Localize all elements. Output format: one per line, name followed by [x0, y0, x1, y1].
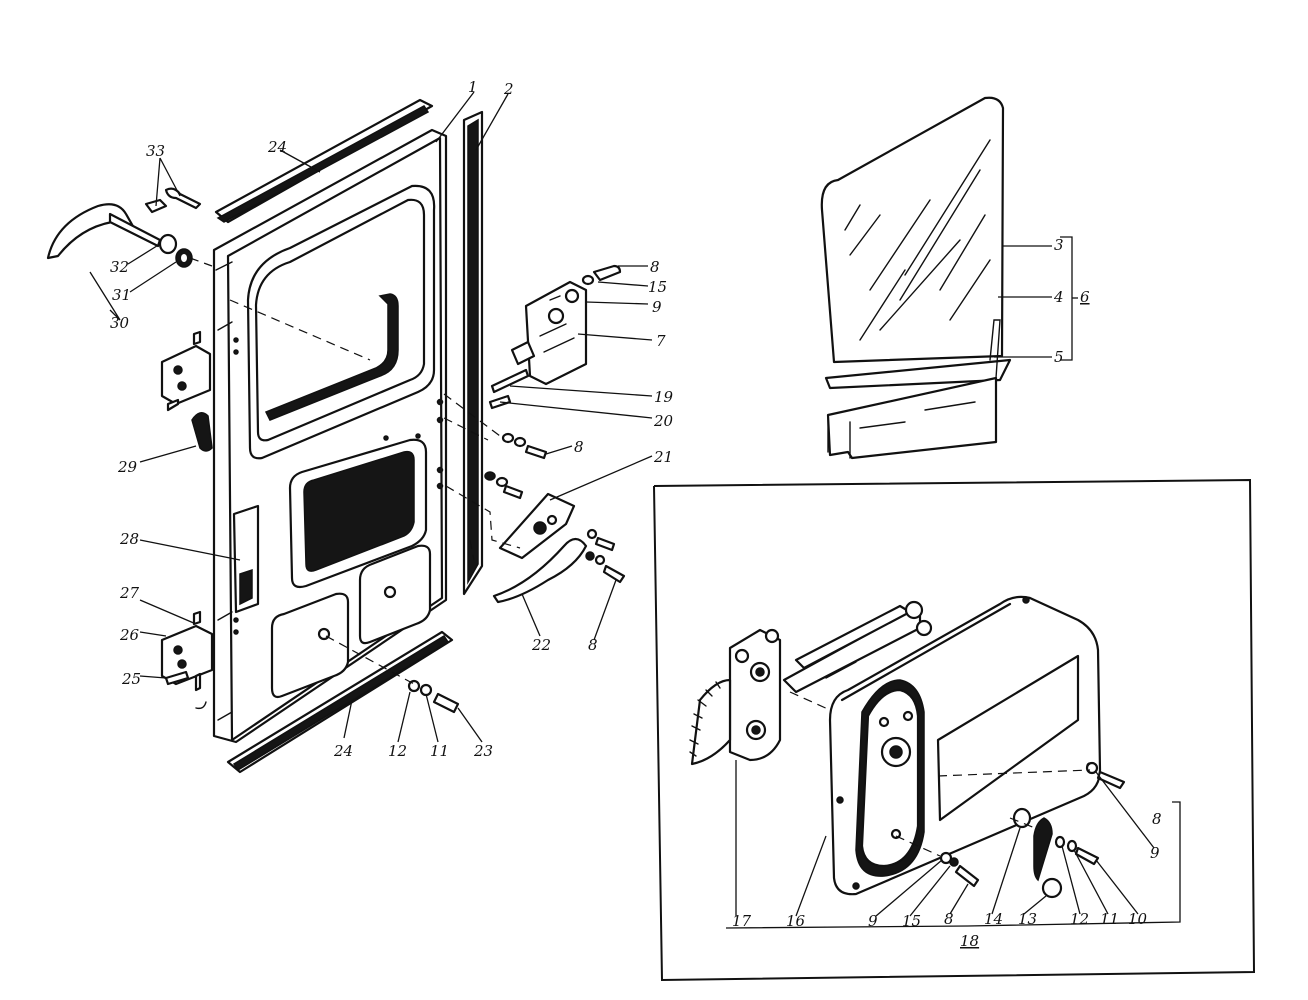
lock-assembly-7 — [510, 280, 588, 386]
label-20: 20 — [653, 412, 674, 430]
label-24-top: 24 — [267, 138, 287, 156]
window-corner-seal — [264, 293, 399, 421]
door-lower-left-pocket — [270, 592, 350, 699]
door-pull-handle-29 — [191, 412, 213, 452]
inset-frame — [653, 478, 1256, 982]
label-25: 25 — [121, 670, 141, 688]
label-15-lock-washer: 15 — [648, 278, 667, 296]
label-8-regulator: 8 — [944, 910, 954, 928]
label-19: 19 — [654, 388, 674, 406]
label-31: 31 — [112, 286, 131, 304]
label-12-regulator: 12 — [1070, 910, 1089, 928]
callout-labels: 1 2 3 4 5 6 7 8 15 9 19 20 8 21 22 8 24 … — [110, 78, 1162, 950]
assembly-center-lines — [189, 257, 521, 685]
lower-hinge-26 — [160, 610, 214, 686]
label-29: 29 — [117, 458, 138, 476]
label-24-bottom: 24 — [333, 742, 353, 760]
label-16: 16 — [786, 912, 806, 930]
lock-nut-31 — [175, 248, 193, 268]
door-panel — [212, 128, 448, 744]
label-9-lock-washer: 9 — [652, 298, 662, 316]
label-7: 7 — [656, 332, 666, 350]
label-6: 6 — [1080, 288, 1090, 306]
regulator-housing-16 — [828, 595, 1102, 896]
inner-handle-plate-21 — [498, 492, 576, 560]
glass-pane — [820, 96, 1005, 364]
label-17: 17 — [732, 912, 752, 930]
label-13: 13 — [1018, 910, 1037, 928]
window-glass-assembly — [820, 96, 1078, 460]
washers-and-bolts — [407, 432, 626, 714]
label-1: 1 — [468, 78, 478, 96]
glass-channel-strip — [824, 358, 1012, 390]
inset-assembly-lines — [725, 691, 1181, 929]
glass-reflection-lines — [844, 139, 991, 341]
regulator-crank-13 — [939, 761, 1126, 899]
label-22: 22 — [531, 636, 551, 654]
label-9-crank: 9 — [1150, 844, 1160, 862]
top-seal-24 — [214, 98, 434, 224]
label-30: 30 — [110, 314, 130, 332]
label-32: 32 — [110, 258, 129, 276]
upper-hinge — [160, 330, 212, 412]
label-9-regulator: 9 — [868, 912, 878, 930]
label-8-lock-screw: 8 — [650, 258, 660, 276]
label-10: 10 — [1128, 910, 1148, 928]
label-28: 28 — [119, 530, 139, 548]
glass-bottom-channel-slots — [827, 319, 1001, 459]
label-15-regulator: 15 — [902, 912, 921, 930]
label-26: 26 — [119, 626, 140, 644]
key-33 — [144, 187, 202, 214]
label-11-regulator: 11 — [1100, 910, 1119, 928]
inner-handle-22 — [492, 537, 588, 604]
label-8-handle-screw: 8 — [588, 636, 598, 654]
door-window-inner — [254, 198, 426, 442]
bottom-seal-24 — [226, 630, 454, 774]
screw-set-8a — [581, 264, 622, 286]
label-23: 23 — [473, 742, 493, 760]
label-2: 2 — [503, 80, 514, 98]
label-8-crank: 8 — [1152, 810, 1162, 828]
label-11-door: 11 — [430, 742, 449, 760]
label-8-door-screw: 8 — [574, 438, 584, 456]
door-hinge-edge — [215, 261, 233, 721]
hinge-bolt-25 — [164, 670, 207, 710]
lock-rod-19 — [490, 368, 530, 394]
label-21: 21 — [653, 448, 673, 466]
outside-handle-30 — [46, 203, 162, 260]
label-12-door: 12 — [388, 742, 407, 760]
label-5: 5 — [1054, 348, 1064, 366]
label-14: 14 — [984, 910, 1003, 928]
door-access-opening-dark — [303, 450, 415, 572]
label-18: 18 — [960, 932, 979, 950]
glass-bottom-channel — [826, 376, 998, 460]
vertical-seal-2 — [462, 110, 484, 596]
label-3: 3 — [1054, 236, 1064, 254]
lock-cylinder-32 — [158, 233, 178, 255]
label-27: 27 — [119, 584, 140, 602]
label-4: 4 — [1053, 288, 1064, 306]
leader-lines — [89, 91, 1155, 917]
label-33: 33 — [146, 142, 165, 160]
regulator-mechanism-17 — [689, 600, 933, 766]
